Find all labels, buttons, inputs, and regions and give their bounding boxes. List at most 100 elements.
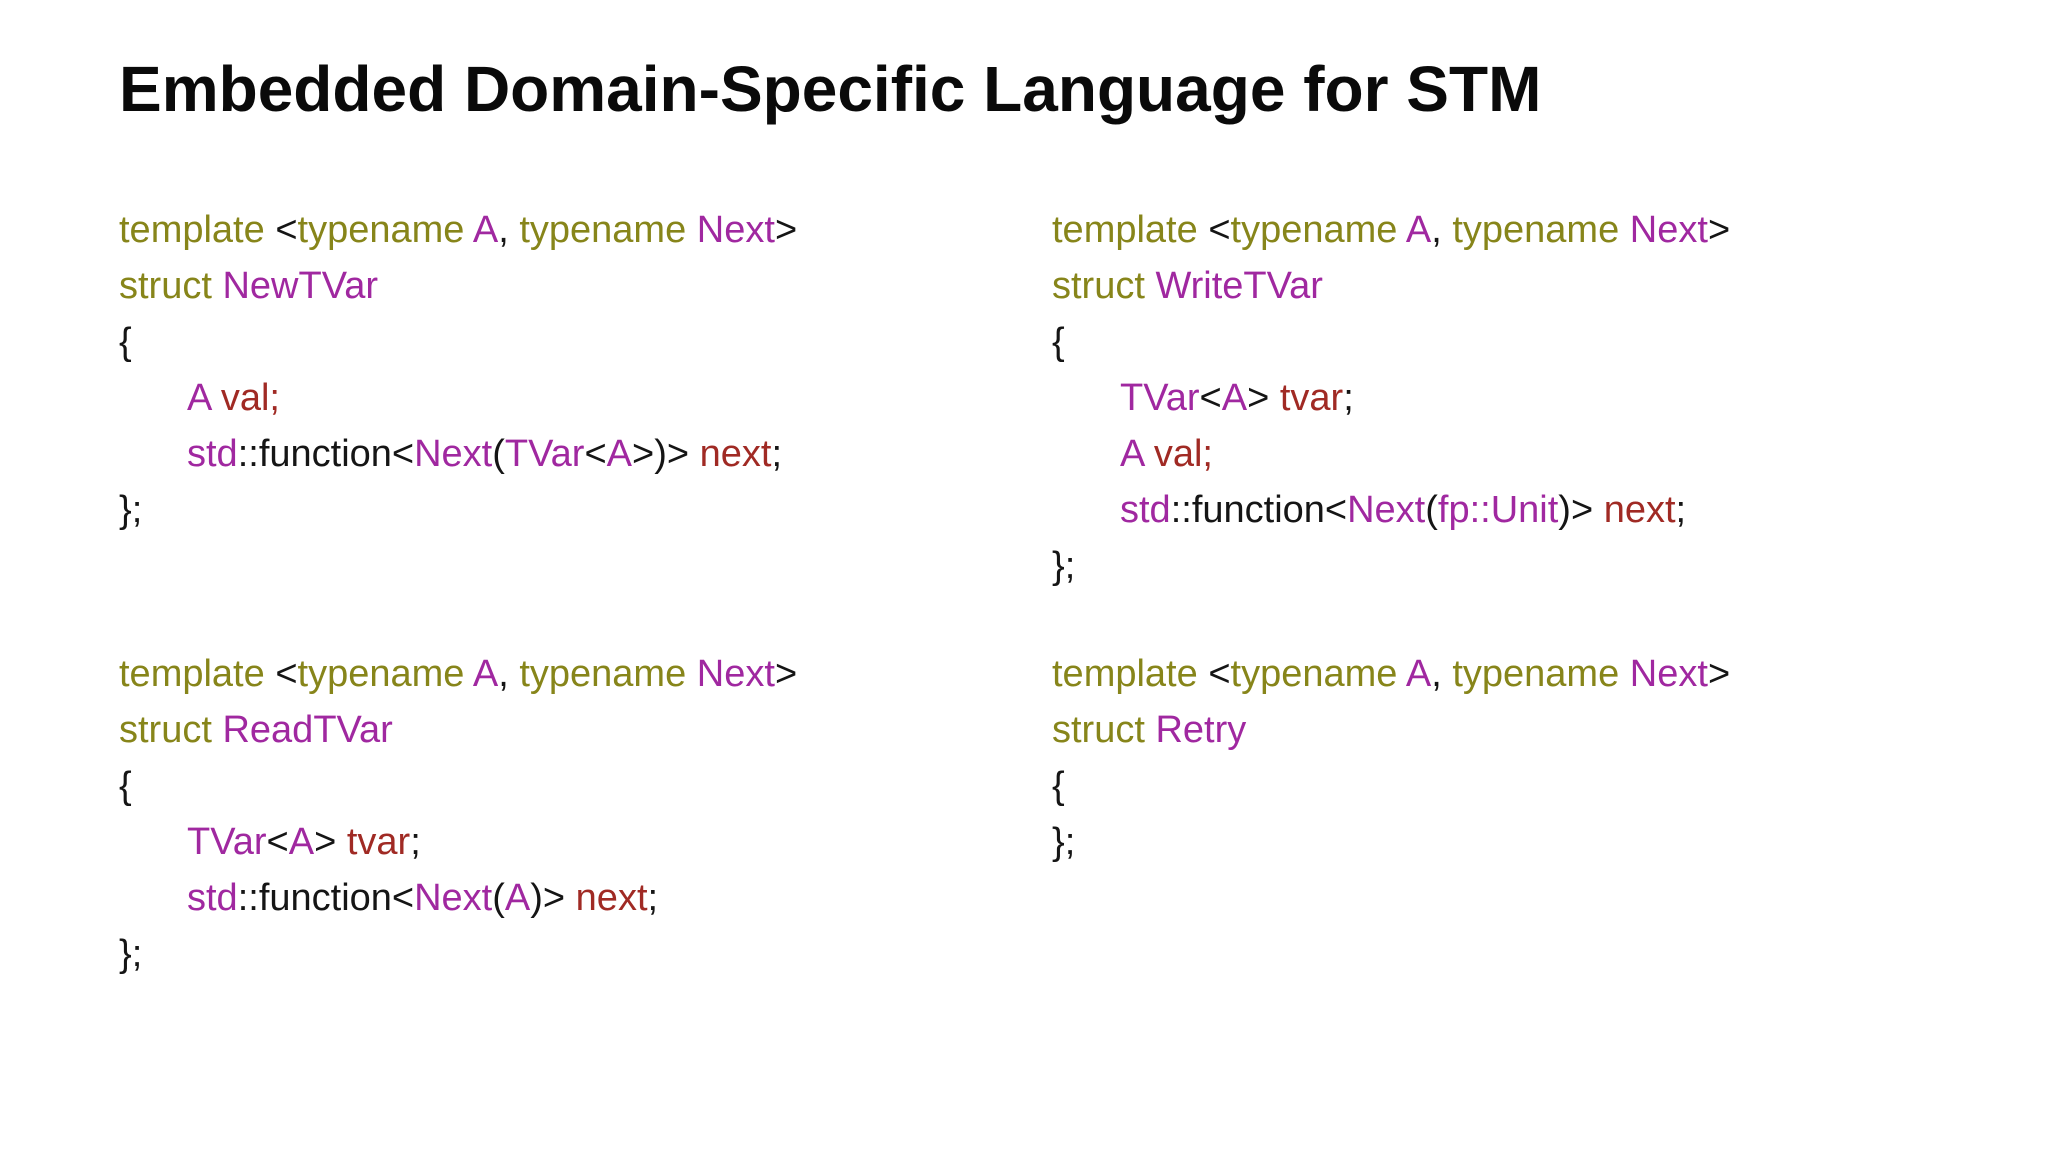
code-token-plain: > [1247, 377, 1280, 419]
code-token-plain: }; [119, 489, 143, 531]
code-token-type: std [1120, 489, 1171, 531]
code-token-type: ReadTVar [222, 709, 393, 751]
code-token-type: A [472, 653, 499, 695]
code-token-plain: ; [647, 877, 659, 919]
code-token-keyword: typename [1230, 653, 1406, 695]
code-token-type: Retry [1155, 709, 1247, 751]
code-line: template <typename A, typename Next> [119, 202, 797, 258]
code-token-keyword: typename [1452, 653, 1630, 695]
code-token-type: std [187, 877, 238, 919]
code-token-plain: > [1707, 653, 1731, 695]
code-token-keyword: template [1052, 209, 1209, 251]
code-token-type: A [1405, 209, 1432, 251]
code-token-type: TVar [1120, 377, 1200, 419]
code-token-plain: }; [119, 933, 143, 975]
code-token-type: fp::Unit [1437, 489, 1559, 531]
code-token-keyword: typename [1452, 209, 1630, 251]
code-line: struct Retry [1052, 702, 1730, 758]
code-token-variable: next [575, 877, 648, 919]
code-token-plain: > [314, 821, 347, 863]
code-line: A val; [119, 370, 797, 426]
code-token-plain: < [1208, 653, 1231, 695]
code-token-keyword: struct [119, 265, 223, 307]
code-token-plain: ; [410, 821, 421, 863]
code-token-plain: ::function< [1170, 489, 1348, 531]
code-line: { [1052, 758, 1730, 814]
code-token-type: A [288, 821, 315, 863]
slide-title: Embedded Domain-Specific Language for ST… [119, 53, 1542, 125]
code-token-plain: ::function< [237, 877, 415, 919]
code-block-readtvar: template <typename A, typename Next> stru… [119, 646, 797, 982]
code-token-keyword: typename [297, 209, 473, 251]
code-token-keyword: struct [1052, 265, 1156, 307]
code-token-plain: ( [492, 433, 505, 475]
code-token-keyword: struct [1052, 709, 1156, 751]
code-token-plain: > [774, 653, 798, 695]
code-line: struct NewTVar [119, 258, 797, 314]
code-token-keyword: typename [297, 653, 473, 695]
code-token-plain: < [275, 209, 298, 251]
code-token-plain: ; [771, 433, 782, 475]
code-token-plain: )> [530, 877, 576, 919]
code-token-variable: tvar [1279, 377, 1344, 419]
code-line: TVar<A> tvar; [119, 814, 797, 870]
code-line: }; [119, 926, 797, 982]
code-token-plain: > [1707, 209, 1731, 251]
code-token-type: Next [1629, 209, 1708, 251]
code-line: std::function<Next(A)> next; [119, 870, 797, 926]
code-token-plain: > [774, 209, 798, 251]
code-token-type: Next [696, 209, 775, 251]
code-block-writetvar: template <typename A, typename Next>stru… [1052, 202, 1730, 594]
code-token-keyword: typename [519, 209, 697, 251]
code-token-variable: next [1603, 489, 1676, 531]
code-line: { [119, 314, 797, 370]
code-line: { [119, 758, 797, 814]
code-token-plain: < [1199, 377, 1222, 419]
code-token-plain: { [119, 321, 132, 363]
code-token-plain: { [119, 765, 132, 807]
code-token-variable: tvar [346, 821, 411, 863]
code-token-plain: ; [1343, 377, 1354, 419]
code-token-keyword: typename [519, 653, 697, 695]
code-token-type: TVar [504, 433, 585, 475]
code-token-type: Next [696, 653, 775, 695]
code-token-plain: { [1052, 321, 1065, 363]
code-line: template <typename A, typename Next> [119, 646, 797, 702]
code-block-newtvar: template <typename A, typename Next>stru… [119, 202, 797, 538]
code-line: A val; [1052, 426, 1730, 482]
code-token-plain: )> [1558, 489, 1604, 531]
code-token-type: A [504, 877, 531, 919]
code-line: { [1052, 314, 1730, 370]
code-line: template <typename A, typename Next> [1052, 646, 1730, 702]
code-token-type: std [187, 433, 238, 475]
code-token-plain: < [1208, 209, 1231, 251]
code-token-plain: ::function< [237, 433, 415, 475]
code-line: }; [1052, 814, 1730, 870]
code-token-type: Next [414, 433, 493, 475]
code-token-type: Next [1347, 489, 1426, 531]
code-token-plain: , [1431, 209, 1453, 251]
code-token-plain: , [498, 653, 520, 695]
code-token-variable: next [699, 433, 772, 475]
code-token-plain: ( [492, 877, 505, 919]
code-token-type: A [472, 209, 499, 251]
code-token-plain: }; [1052, 545, 1076, 587]
code-line: }; [119, 482, 797, 538]
code-line: TVar<A> tvar; [1052, 370, 1730, 426]
code-token-plain: ; [1675, 489, 1687, 531]
code-token-type: NewTVar [222, 265, 379, 307]
code-token-type: WriteTVar [1155, 265, 1323, 307]
code-token-keyword: struct [119, 709, 223, 751]
code-token-type: A [606, 433, 632, 475]
code-token-type: A [1221, 377, 1248, 419]
code-token-type: A [1120, 433, 1154, 475]
code-block-retry: template <typename A, typename Next>stru… [1052, 646, 1730, 870]
code-token-plain: , [1431, 653, 1453, 695]
code-token-variable: val; [1153, 433, 1213, 475]
code-token-type: Next [414, 877, 493, 919]
code-line: }; [1052, 538, 1730, 594]
code-token-variable: val; [220, 377, 280, 419]
code-token-type: A [1405, 653, 1432, 695]
code-token-keyword: template [119, 209, 276, 251]
code-token-type: TVar [187, 821, 267, 863]
